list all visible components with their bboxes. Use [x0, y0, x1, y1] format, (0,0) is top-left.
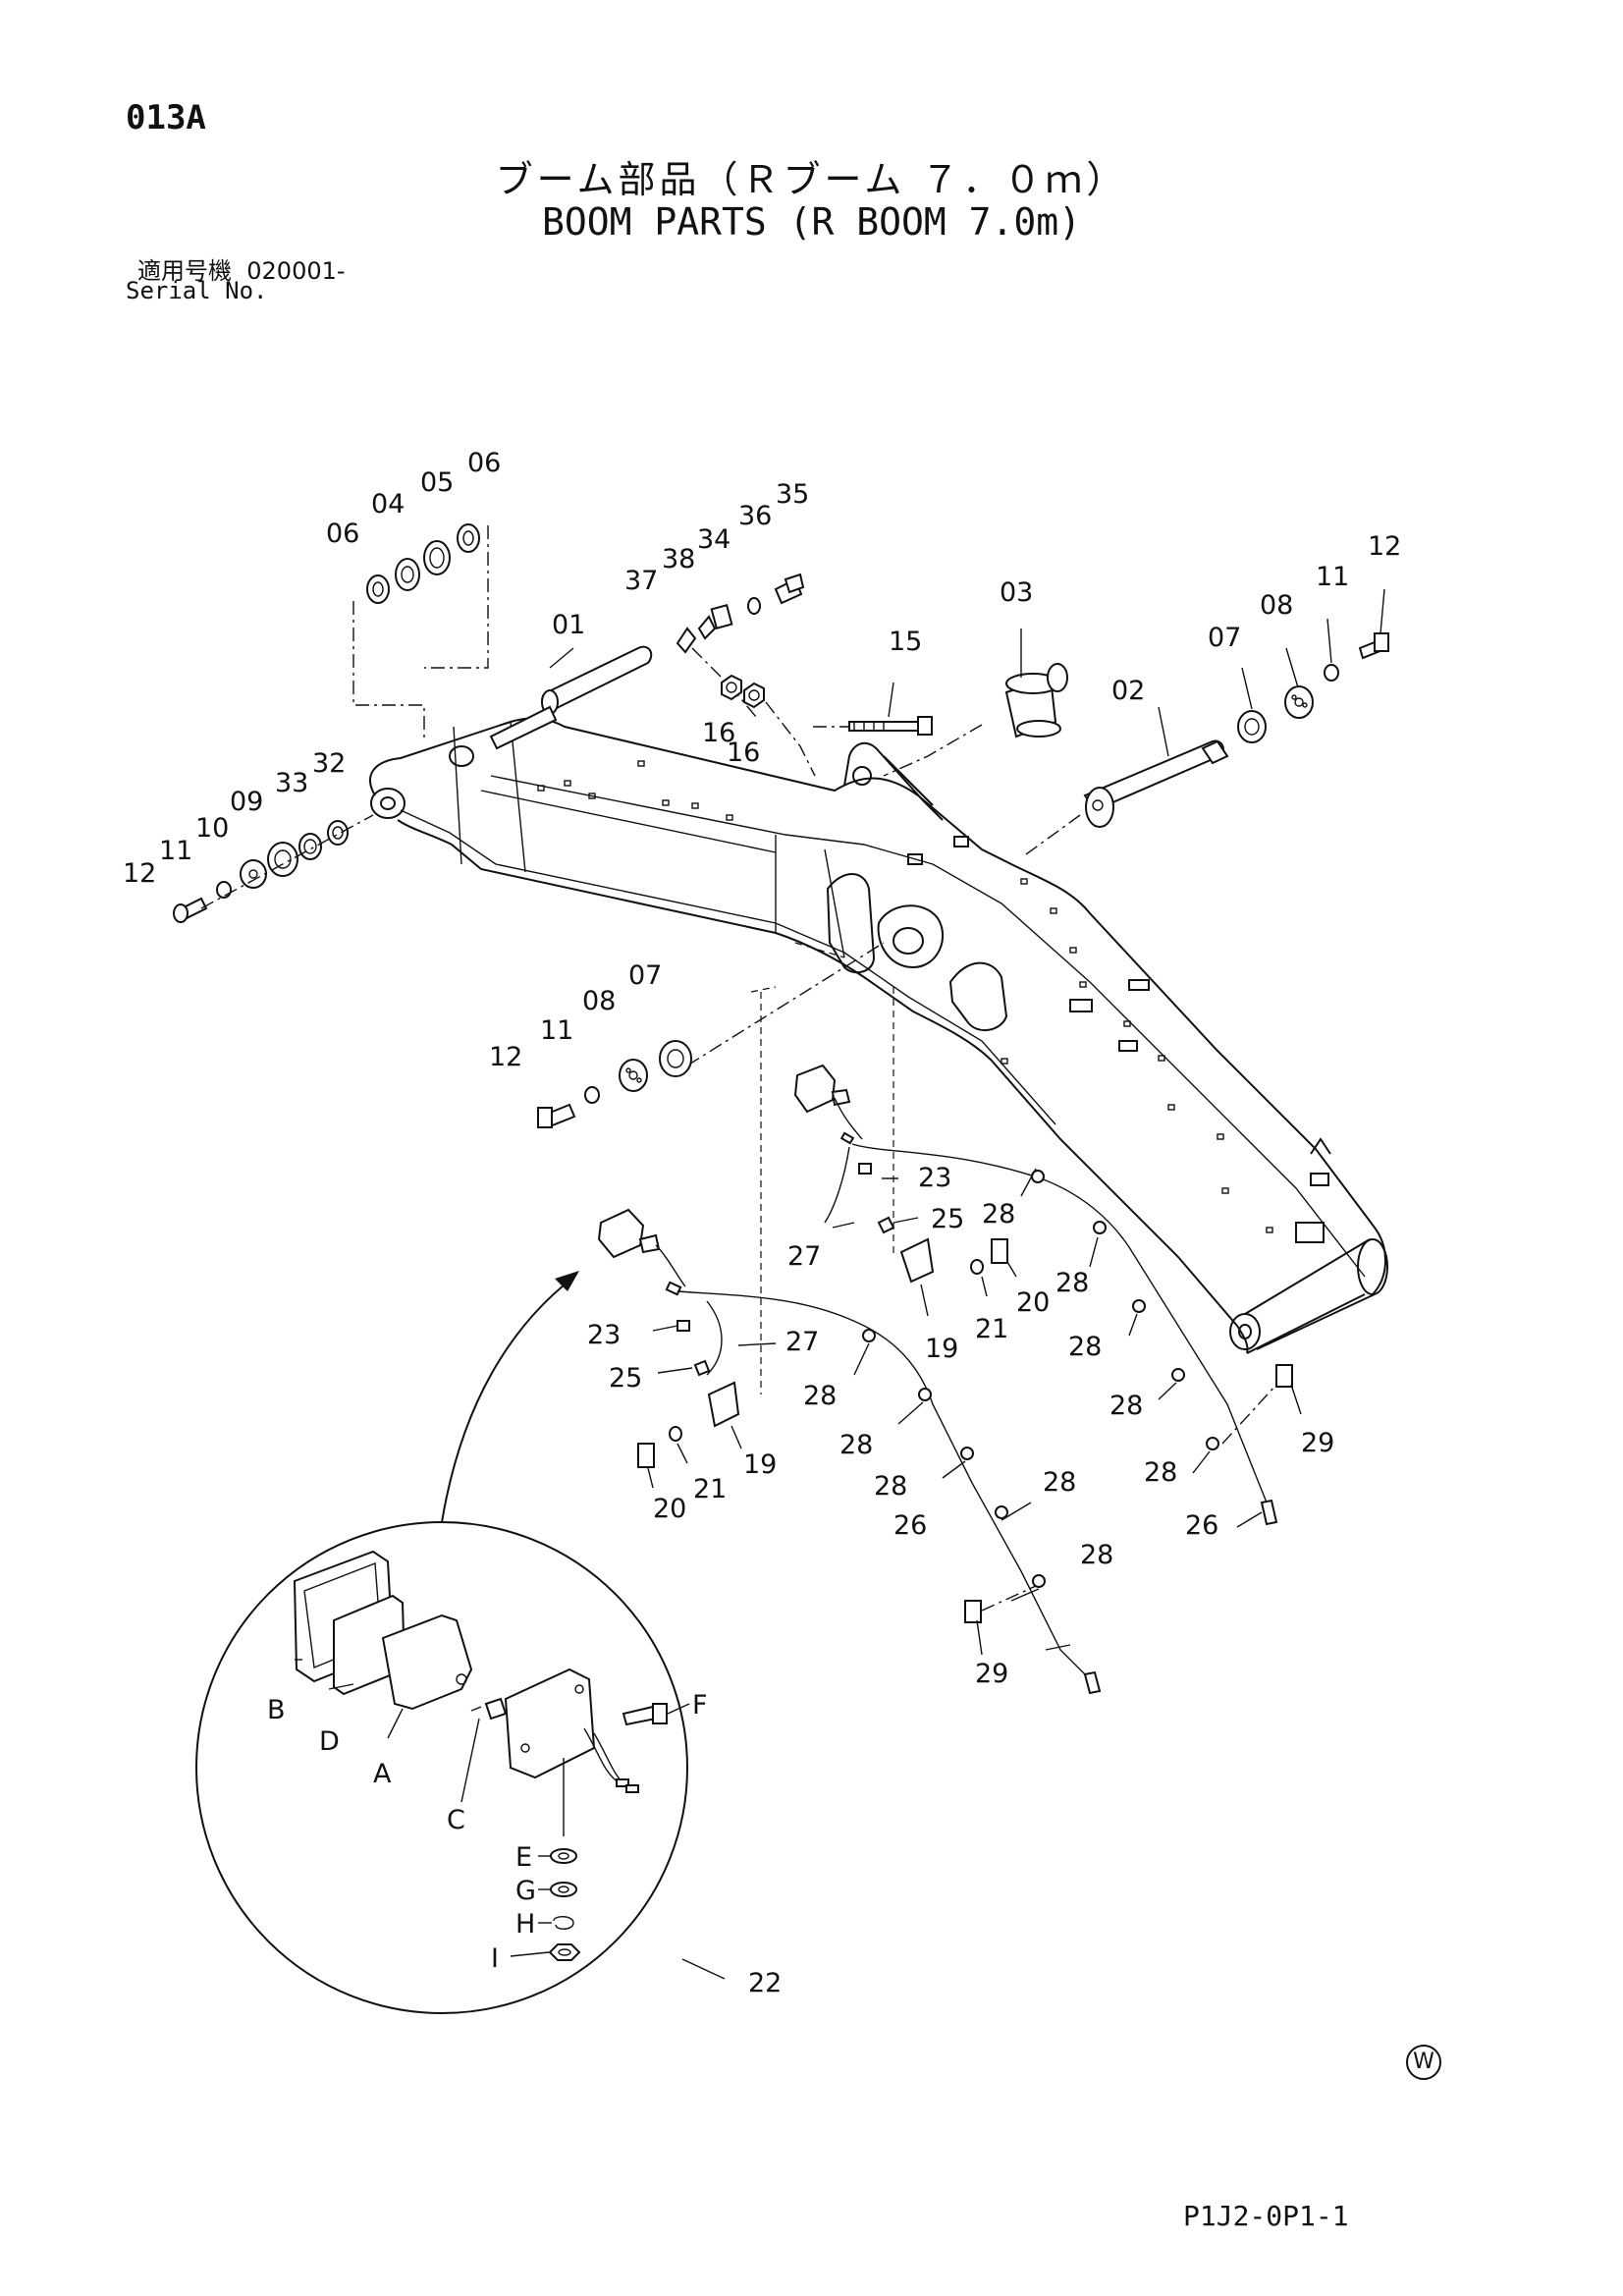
serial-label-jp-text: 適用号機 [137, 257, 232, 285]
title-japanese: ブーム部品（Ｒブーム ７．０ｍ） [495, 158, 1128, 201]
callout-28-a: 28 [982, 1199, 1015, 1230]
callout-28-g: 28 [839, 1430, 873, 1460]
callout-23-lower: 23 [587, 1320, 621, 1350]
callout-22: 22 [748, 1968, 782, 1998]
callout-19-lower: 19 [743, 1449, 777, 1480]
callout-28-i: 28 [1043, 1467, 1076, 1498]
callout-19-upper: 19 [925, 1334, 958, 1364]
title-english: BOOM PARTS (R BOOM 7.0m) [541, 200, 1082, 244]
boom-body [369, 717, 1388, 1354]
page-code: 013A [126, 98, 206, 137]
callout-28-h: 28 [874, 1471, 907, 1502]
callout-33: 33 [275, 768, 308, 798]
callout-11-right: 11 [1316, 562, 1349, 592]
callout-28-c: 28 [1068, 1332, 1102, 1362]
callout-28-f: 28 [803, 1381, 837, 1411]
callout-leaders [549, 588, 1385, 1656]
callout-15: 15 [889, 627, 922, 657]
callout-35: 35 [776, 479, 809, 510]
detail-letter-g: G [515, 1876, 536, 1906]
callout-38: 38 [662, 544, 695, 574]
detail-letter-d: D [319, 1726, 340, 1757]
serial-label-en: Serial No. [126, 277, 268, 304]
callout-27-upper: 27 [787, 1241, 821, 1272]
boom-bolt-marks [537, 760, 1273, 1233]
callout-34: 34 [697, 524, 730, 555]
callout-32: 32 [312, 748, 346, 779]
detail-letter-b: B [267, 1695, 286, 1725]
callout-26-upper: 26 [1185, 1510, 1218, 1541]
callout-02: 02 [1111, 676, 1145, 706]
callout-11-center: 11 [540, 1015, 573, 1046]
callout-28-b: 28 [1055, 1268, 1089, 1298]
serial-range: 020001- [246, 257, 346, 285]
callout-20-upper: 20 [1016, 1287, 1050, 1318]
callout-07-center: 07 [628, 960, 662, 991]
serial-label-jp: 適用号機 020001- [137, 251, 346, 286]
detail-letter-a: A [373, 1759, 392, 1789]
pin-02 [1025, 632, 1389, 855]
callout-37: 37 [624, 566, 658, 596]
callout-36: 36 [738, 501, 772, 531]
callout-05: 05 [420, 467, 454, 498]
callout-16-right: 16 [727, 738, 760, 768]
lamp-detail-circle [195, 1271, 726, 2014]
callout-25-upper: 25 [931, 1204, 964, 1234]
callout-21-lower: 21 [693, 1474, 727, 1504]
callout-08-center: 08 [582, 986, 616, 1016]
callout-23-upper: 23 [918, 1163, 951, 1193]
callout-07-right: 07 [1208, 623, 1241, 653]
callout-04: 04 [371, 489, 405, 519]
callout-27-lower: 27 [785, 1327, 819, 1357]
callout-08-right: 08 [1260, 590, 1293, 621]
callout-12-left: 12 [123, 858, 156, 889]
callout-10: 10 [195, 813, 229, 844]
detail-letter-h: H [515, 1909, 535, 1940]
pin-03 [883, 663, 1068, 777]
callout-26-lower: 26 [893, 1510, 927, 1541]
callout-06-right: 06 [467, 448, 501, 478]
watermark-mark: W [1406, 2045, 1441, 2080]
callout-labels: 06 04 05 06 01 37 38 34 36 35 15 03 16 1… [123, 448, 1401, 1998]
callout-29-lower: 29 [975, 1659, 1008, 1689]
upper-lamp-harness [793, 987, 1293, 1526]
callout-28-d: 28 [1109, 1391, 1143, 1421]
callout-03: 03 [1000, 577, 1033, 608]
callout-29-upper: 29 [1301, 1428, 1334, 1458]
detail-letter-i: I [491, 1943, 499, 1974]
drawing-code: P1J2-0P1-1 [1183, 2200, 1349, 2232]
callout-25-lower: 25 [609, 1363, 642, 1394]
callout-12-center: 12 [489, 1042, 522, 1072]
callout-12-right: 12 [1368, 531, 1401, 562]
top-small-parts [676, 573, 933, 777]
center-pin-washers [537, 942, 885, 1128]
detail-letter-e: E [515, 1842, 532, 1873]
callout-16-left: 16 [702, 718, 735, 748]
detail-letter-c: C [447, 1805, 465, 1835]
callout-11-left: 11 [159, 836, 192, 866]
callout-28-e: 28 [1144, 1457, 1177, 1488]
detail-letter-f: F [692, 1690, 708, 1721]
callout-28-j: 28 [1080, 1540, 1113, 1570]
lower-lamp-harness [597, 992, 1102, 1695]
callout-09: 09 [230, 787, 263, 817]
callout-01: 01 [552, 610, 585, 640]
foot-pin-assembly [173, 523, 653, 923]
callout-21-upper: 21 [975, 1314, 1008, 1344]
callout-20-lower: 20 [653, 1494, 686, 1524]
callout-06-left: 06 [326, 519, 359, 549]
